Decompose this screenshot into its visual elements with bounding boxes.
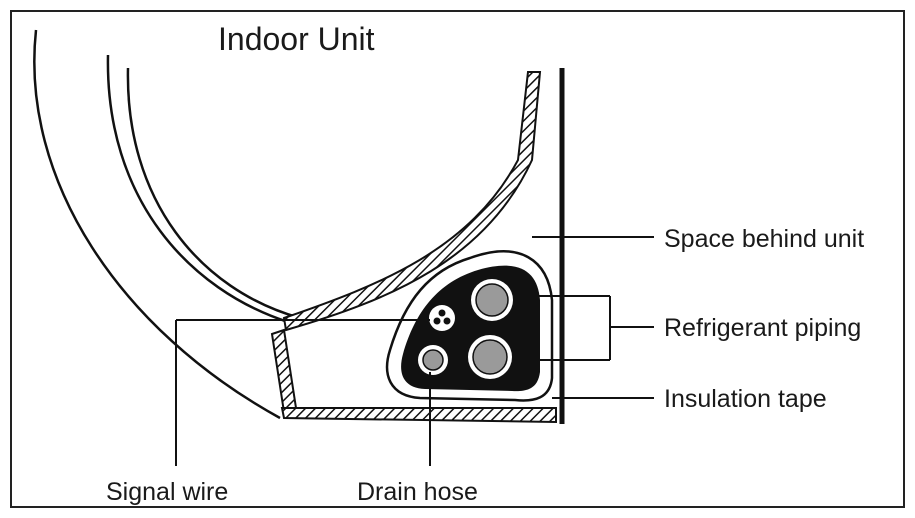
hatched-left-wall — [270, 328, 298, 414]
unit-casing-outer — [33, 29, 281, 420]
leader-signal-wire — [175, 319, 430, 466]
unit-casing-inner-2 — [126, 67, 301, 320]
label-refrigerant-piping: Refrigerant piping — [664, 314, 861, 342]
pipe-bundle — [401, 265, 540, 392]
unit-casing-inner — [106, 54, 289, 324]
leader-refrigerant-piping — [514, 295, 654, 361]
hatched-shell-curve — [282, 71, 542, 332]
hatched-bottom-plate — [280, 407, 557, 424]
label-space-behind-unit: Space behind unit — [664, 225, 864, 253]
label-signal-wire: Signal wire — [106, 478, 228, 506]
diagram-title: Indoor Unit — [218, 21, 375, 57]
label-drain-hose: Drain hose — [357, 478, 478, 506]
signal-wire-bundle — [429, 305, 455, 331]
label-insulation-tape: Insulation tape — [664, 385, 827, 413]
outer-border — [10, 10, 905, 508]
